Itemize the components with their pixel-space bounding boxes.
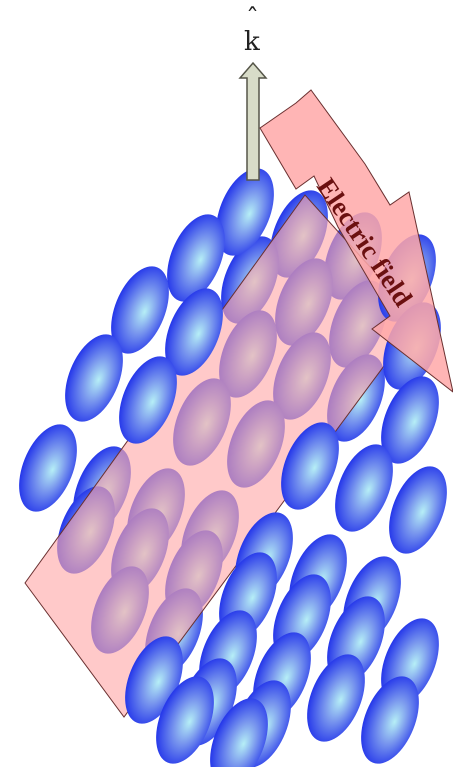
k-hat-letter: k	[244, 27, 260, 57]
k-vector-arrow	[240, 63, 266, 180]
